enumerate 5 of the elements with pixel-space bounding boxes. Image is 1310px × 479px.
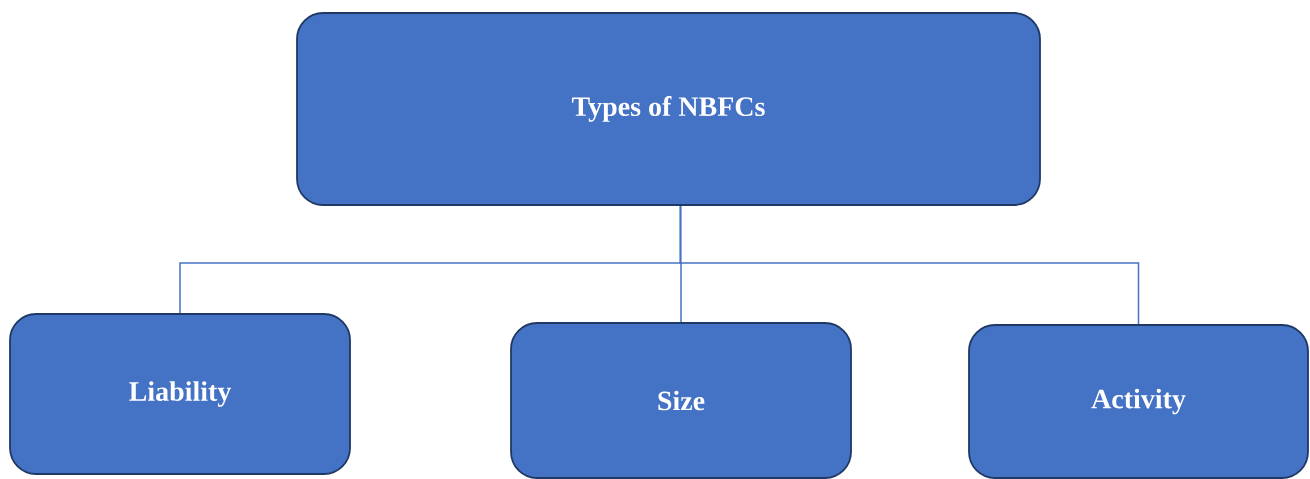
connector-line [679,205,1140,325]
category-box: Activity [968,324,1309,479]
category-box: Size [510,322,852,479]
category-box: Types of NBFCs [296,12,1041,206]
category-box: Liability [9,313,351,475]
